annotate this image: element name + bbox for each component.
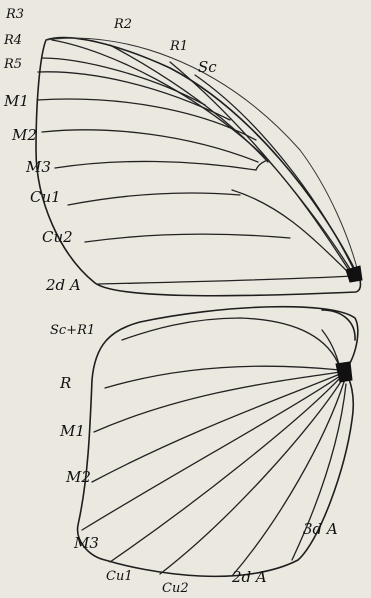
label-hw-cu2: Cu2	[162, 581, 189, 596]
label-fw-r2: R2	[113, 17, 132, 32]
forewing-vein-cu2	[85, 234, 290, 242]
label-fw-r3: R3	[5, 7, 24, 22]
forewing-vein-2a	[98, 276, 352, 284]
label-fw-cu2: Cu2	[42, 228, 73, 246]
label-fw-r4: R4	[3, 33, 22, 48]
label-fw-m1: M1	[3, 92, 29, 110]
forewing-labels: R3 R2 R1 Sc R4 R5 M1 M2 M3 Cu1 Cu2 2d A	[3, 7, 217, 294]
label-hw-cu1: Cu1	[106, 569, 133, 584]
hindwing-vein-2a	[232, 382, 344, 576]
label-fw-sc: Sc	[198, 58, 217, 76]
forewing	[36, 38, 362, 296]
hindwing-vein-m2	[92, 374, 340, 482]
label-fw-r5: R5	[3, 57, 22, 72]
label-hw-m1: M1	[59, 422, 85, 440]
label-hw-3a: 3d A	[303, 520, 338, 538]
label-hw-sc-r1: Sc+R1	[50, 323, 95, 338]
label-fw-cu1: Cu1	[30, 188, 61, 206]
label-hw-m2: M2	[65, 468, 91, 486]
label-fw-2a: 2d A	[45, 276, 81, 294]
forewing-vein-cu1	[68, 193, 240, 205]
label-hw-rs: R	[59, 374, 71, 392]
forewing-vein-m2	[42, 130, 258, 162]
label-hw-m3: M3	[73, 534, 99, 552]
label-fw-m2: M2	[11, 126, 37, 144]
forewing-vein-r1	[170, 62, 352, 272]
hindwing-vein-m3	[82, 376, 340, 530]
label-fw-r1: R1	[169, 39, 188, 54]
hindwing-vein-sc-r1	[122, 318, 340, 368]
forewing-vein-m3	[55, 161, 256, 170]
forewing-vein-r3	[52, 40, 268, 160]
label-fw-m3: M3	[25, 158, 51, 176]
label-hw-2a: 2d A	[231, 568, 267, 586]
